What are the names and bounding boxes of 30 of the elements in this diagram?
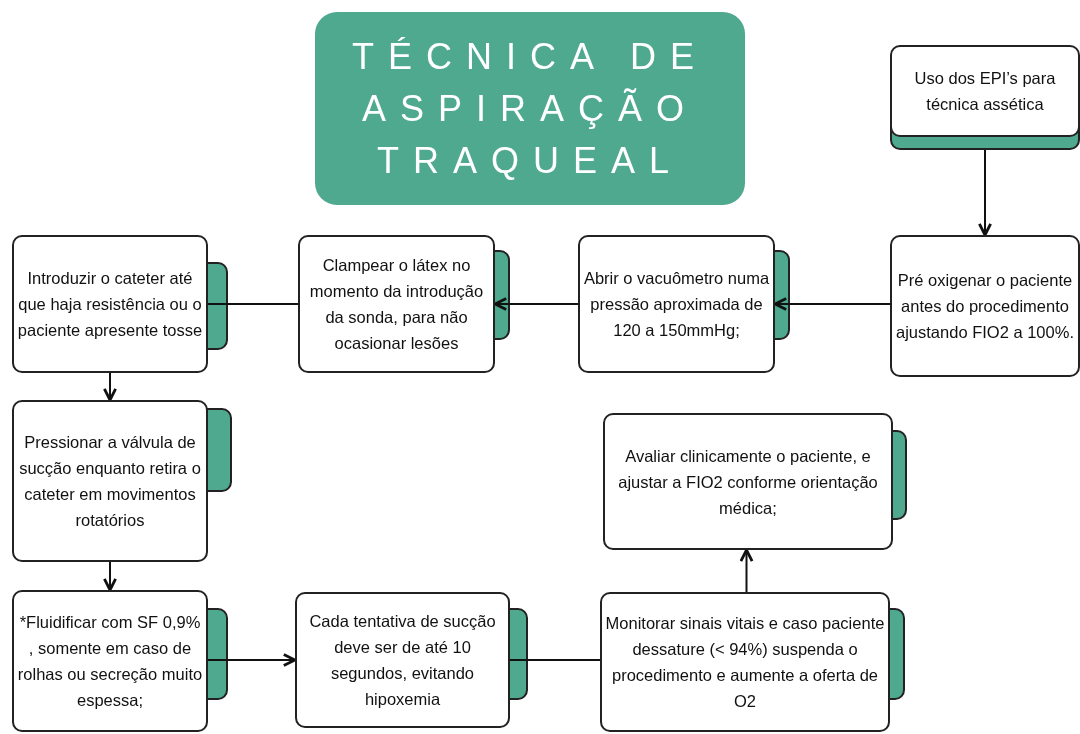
arrow <box>773 297 891 311</box>
arrow <box>103 561 117 592</box>
arrow <box>207 653 297 667</box>
process-box <box>600 592 890 732</box>
step-text: Uso dos EPI’s para técnica assética <box>913 68 1057 115</box>
step-text: *Fluidificar com SF 0,9% , somente em caso de rolhas ou secreção muito espessa; <box>17 612 203 711</box>
step-text: Monitorar sinais vitais e caso paciente dessature (< 94%) suspenda o procedimento e aumente a oferta de O2 <box>605 613 885 712</box>
process-box <box>12 400 208 562</box>
step-text: Abrir o vacuômetro numa pressão aproximada de 120 a 150mmHg; <box>583 268 770 341</box>
process-box <box>12 235 208 373</box>
arrow <box>493 297 579 311</box>
step-text: Cada tentativa de sucção deve ser de até 10 segundos, evitando hipoxemia <box>308 611 497 710</box>
process-box <box>890 235 1080 377</box>
process-box <box>12 590 208 732</box>
step-text: Introduzir o cateter até que haja resistência ou o paciente apresente tosse <box>17 268 203 341</box>
process-box <box>603 413 893 550</box>
step-text: Pressionar a válvula de sucção enquanto retira o cateter em movimentos rotatórios <box>18 432 202 531</box>
step-text: Avaliar clinicamente o paciente, e ajustar a FIO2 conforme orientação médica; <box>617 445 879 519</box>
connector-line <box>509 659 601 661</box>
process-box <box>295 592 510 728</box>
process-box <box>578 235 775 373</box>
arrow <box>103 372 117 402</box>
step-text: Pré oxigenar o paciente antes do procedimento ajustando FIO2 a 100%. <box>895 270 1075 343</box>
process-box <box>890 45 1080 137</box>
arrow <box>739 548 754 593</box>
connector-line <box>207 303 299 305</box>
arrow <box>978 149 992 237</box>
process-box <box>298 235 495 373</box>
title-banner: TÉCNICA DE ASPIRAÇÃO TRAQUEAL <box>315 12 745 205</box>
step-text: Clampear o látex no momento da introdução da sonda, para não ocasionar lesões <box>308 255 485 354</box>
